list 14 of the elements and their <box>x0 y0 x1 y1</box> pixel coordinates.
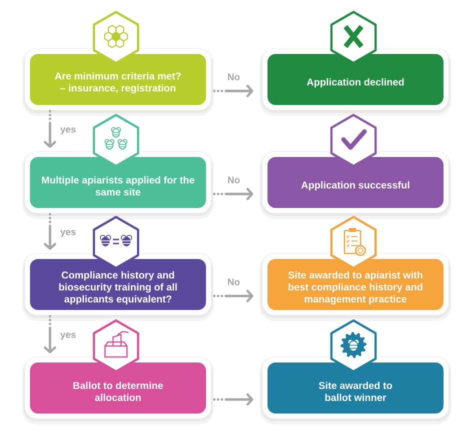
edge-label: No <box>226 176 242 184</box>
edge-label: yes <box>59 228 78 238</box>
process-box: Compliance history and biosecurity training of all applicants equivalent? <box>22 253 214 321</box>
process-box: Site awarded to ballot winner <box>260 356 452 424</box>
edge-label: yes <box>59 126 78 136</box>
process-box: Site awarded to apiarist with best compliance history and management practice <box>260 253 452 321</box>
edge-label: No <box>226 72 242 82</box>
edge-label: No <box>226 278 242 286</box>
process-box: Application successful <box>260 151 452 219</box>
process-box: Ballot to determine allocation <box>22 356 214 424</box>
process-box: Multiple apiarists applied for the same site <box>22 151 214 219</box>
process-box: Are minimum criteria met? – insurance, registration <box>22 48 214 116</box>
edge-label: yes <box>59 332 78 341</box>
process-box: Application declined <box>260 48 452 116</box>
